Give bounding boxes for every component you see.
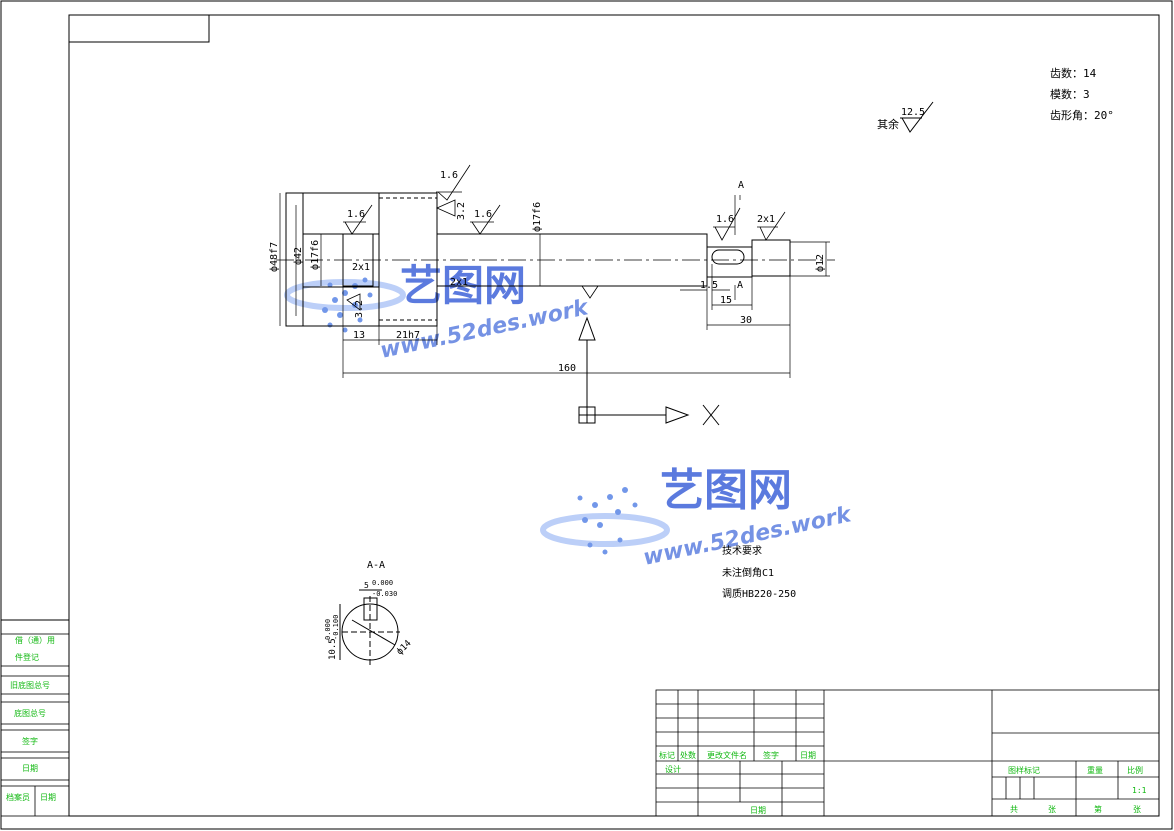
title-block [655,689,1160,817]
tech-title: 技术要求 [722,544,762,557]
stamp-old-drawing: 旧底图总号 [10,680,50,690]
tb-sign: 签字 [763,750,779,760]
chamfer-1: 2x1 [757,214,775,225]
tb-mark: 标记 [659,750,675,760]
section-depth-tol-upper: 0.000 [324,619,332,640]
tb-weight: 重量 [1087,765,1103,775]
dim-17f6-mid: ф17f6 [531,202,543,232]
dim-42: ф42 [292,247,304,265]
tech-line2: 调质HB220-250 [722,588,796,600]
stamp-date: 日期 [22,764,38,773]
roughness-4: 3.2 [456,202,467,220]
section-title: A-A [367,560,385,571]
tech-requirements: 技术要求 未注倒角C1 调质HB220-250 [722,544,796,600]
tb-date2: 日期 [750,806,766,815]
tb-date: 日期 [800,751,816,760]
tb-scale: 比例 [1127,765,1143,775]
title-block-text: 标记 处数 更改文件名 签字 日期 设计 日期 图样标记 重量 比例 1:1 共… [659,750,1147,815]
stamp-archivist: 档案员 [6,792,30,802]
tb-sheets: 张 [1048,805,1056,814]
dimension-lines [279,193,830,378]
dim-17f6-left: ф17f6 [309,240,321,270]
section-dia: ф14 [395,639,414,658]
tb-sheet2: 张 [1133,805,1141,814]
roughness-other-value: 12.5 [901,107,925,118]
stamp-date2: 日期 [40,793,56,802]
chamfer-2: 2x1 [450,277,468,288]
dimension-texts: 1.6 1.6 1.6 3.2 3.2 1.6 2x1 2x1 2x1 ф48f… [268,170,826,374]
tb-stage: 图样标记 [1008,765,1040,775]
ucs-axis-icon [578,316,720,426]
param-module: 模数：3 [1050,88,1090,101]
roughness-1: 1.6 [440,170,458,181]
stamp-drawing-no: 底图总号 [14,708,46,718]
stamp-register: 件登记 [15,652,39,662]
side-stamp-column [0,633,70,817]
section-depth: 10.5 [328,638,338,660]
watermark-2: 艺图网 www.52des.work [540,465,855,571]
axis-x-label: X [705,404,711,415]
dim-15: 15 [720,295,732,306]
dim-1-5: 1.5 [700,280,718,291]
section-mark-bottom: A [737,280,743,291]
section-tol-upper: 0.000 [372,579,393,587]
roughness-2: 1.6 [347,209,365,220]
roughness-other-label: 其余 [877,117,899,131]
globe-icon [540,487,670,555]
section-mark-top: A [738,180,744,191]
roughness-3: 1.6 [474,209,492,220]
chamfer-3: 2x1 [352,262,370,273]
param-angle: 齿形角：20° [1050,109,1114,122]
roughness-5: 3.2 [354,300,365,318]
tb-change-doc: 更改文件名 [707,750,747,760]
dim-21h7: 21h7 [396,330,420,341]
section-view: A-A 5 0.000 -0.030 10.5 0.000 -0.100 ф14 [324,560,414,665]
tb-count: 处数 [680,750,696,760]
watermark-1: 艺图网 www.52des.work [284,261,592,364]
param-teeth: 齿数：14 [1050,67,1097,80]
dim-outer-diameter: ф48f7 [268,242,280,272]
gear-parameters: 齿数：14 模数：3 齿形角：20° [1050,67,1114,122]
dim-13: 13 [353,330,365,341]
dim-12: ф12 [814,254,826,272]
stamp-sign: 签字 [22,736,38,746]
tb-total: 共 [1010,805,1018,814]
watermark-cn: 艺图网 [660,465,792,516]
roughness-6: 1.6 [716,214,734,225]
axis-y-label: Y [585,291,591,302]
roughness-other: 其余 12.5 [877,101,934,133]
roughness-symbols [343,164,786,311]
side-stamp-text: 借（通）用 件登记 旧底图总号 底图总号 签字 日期 档案员 日期 [6,635,56,802]
section-depth-tol-lower: -0.100 [332,615,340,640]
tb-scale-value: 1:1 [1132,786,1147,795]
dim-160: 160 [558,363,576,374]
section-width: 5 [364,581,369,590]
tb-page: 第 [1094,804,1102,814]
tech-line1: 未注倒角C1 [722,566,774,579]
stamp-borrow: 借（通）用 [15,635,55,645]
dim-30: 30 [740,315,752,326]
tb-design: 设计 [665,764,681,774]
globe-icon [284,277,406,333]
section-tol-lower: -0.030 [372,590,397,598]
